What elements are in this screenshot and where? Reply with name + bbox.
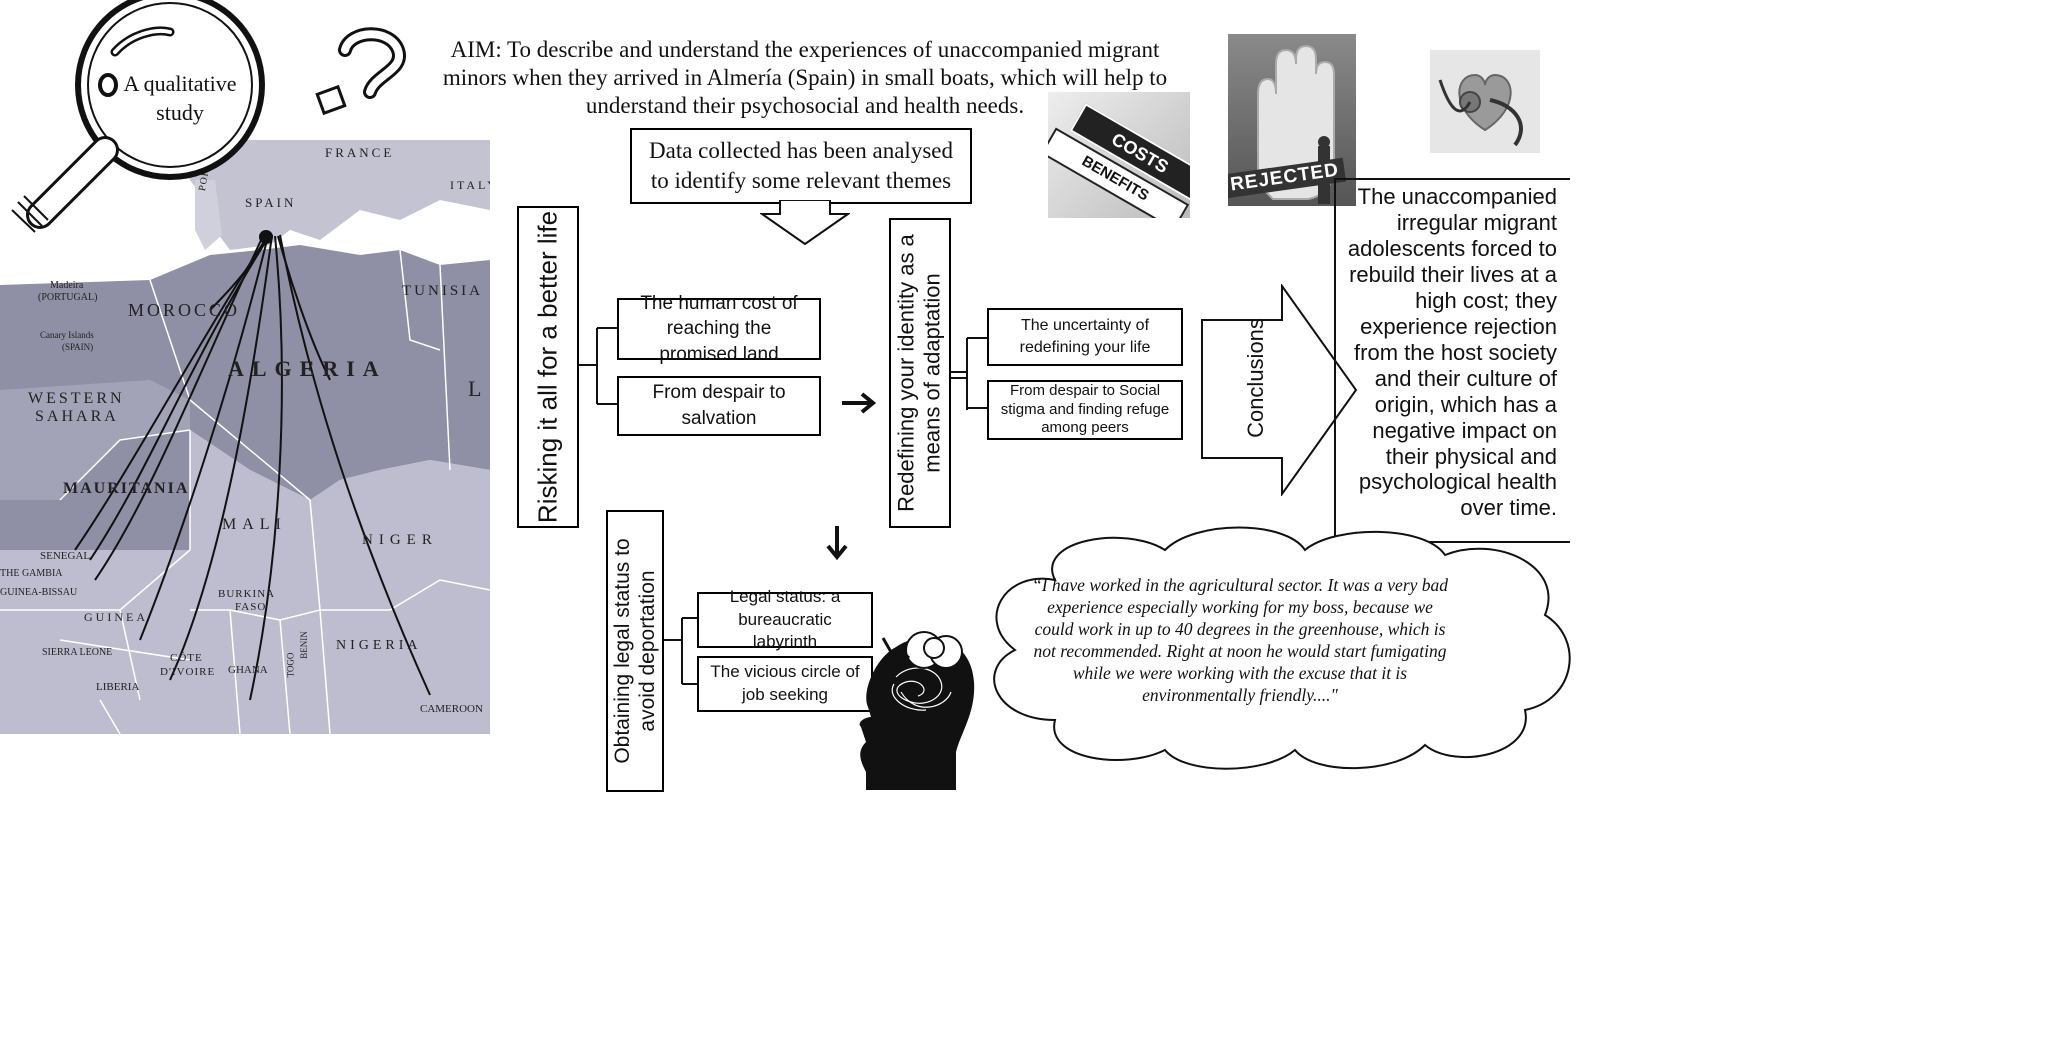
quote-text: “I have worked in the agricultural secto… <box>1031 575 1449 706</box>
rejected-image: REJECTED <box>1228 34 1356 206</box>
thought-cloud <box>993 526 1571 770</box>
label-senegal: SENEGAL <box>40 550 91 562</box>
label-nigeria: NIGERIA <box>336 638 422 653</box>
theme-identity-sub-1: The uncertainty of redefining your life <box>987 308 1183 366</box>
risking-connector <box>579 327 619 405</box>
africa-map: FRANCE ITALY SPAIN PORTUGAL Madeira (POR… <box>0 140 490 734</box>
theme-identity-title-1: Redefining your identity as a <box>893 234 919 512</box>
map-graphic <box>0 140 490 734</box>
legal-connector <box>664 617 700 685</box>
theme-risking-sub-1: The human cost of reaching the promised … <box>617 293 821 365</box>
label-ghana: GHANA <box>228 664 268 676</box>
label-burkina-2: FASO <box>235 601 267 613</box>
theme-legal-box: Obtaining legal status to avoid deportat… <box>606 510 664 792</box>
label-france: FRANCE <box>325 145 395 160</box>
label-canary: Canary Islands <box>40 330 94 340</box>
theme-legal-sub-1: Legal status: a bureaucratic labyrinth <box>697 587 873 651</box>
theme-legal-title: Obtaining legal status to avoid deportat… <box>610 538 660 763</box>
conclusion-text: The unaccompanied irregular migrant adol… <box>1347 184 1557 521</box>
label-guinea-bissau: GUINEA-BISSAU <box>0 587 78 598</box>
label-libya: L <box>468 376 485 401</box>
theme-legal-title-2: avoid deportation <box>636 570 659 732</box>
costs-benefits-image: COSTS BENEFITS <box>1048 92 1190 218</box>
data-box-line-2: to identify some relevant themes <box>650 168 952 193</box>
label-tunisia: TUNISIA <box>402 283 483 299</box>
heart-stethoscope-icon <box>1438 73 1523 147</box>
label-sahara: SAHARA <box>35 408 119 425</box>
label-niger: NIGER <box>362 532 438 548</box>
right-arrow-icon <box>842 392 876 414</box>
label-spain: SPAIN <box>245 195 297 210</box>
label-benin: BENIN <box>298 631 309 659</box>
label-sierra-leone: SIERRA LEONE <box>42 647 113 658</box>
theme-risking-sub-2: From despair to salvation <box>617 376 821 436</box>
conclusions-arrow <box>1201 284 1358 496</box>
aim-line-3: understand their psychosocial and health… <box>585 93 1025 119</box>
theme-identity-box: Redefining your identity as a means of a… <box>889 218 951 528</box>
down-arrow-icon <box>760 200 850 246</box>
label-burkina-1: BURKINA <box>218 588 276 600</box>
label-cote-1: CÔTE <box>170 652 203 664</box>
theme-identity-sub-2: From despair to Social stigma and findin… <box>987 380 1183 440</box>
label-cote-2: D'IVOIRE <box>160 666 216 678</box>
label-morocco: MOROCCO <box>128 300 241 320</box>
magnifying-glass-icon <box>11 0 265 233</box>
identity-connector <box>951 337 989 410</box>
label-cameroon: CAMEROON <box>420 703 483 715</box>
label-madeira: Madeira <box>50 280 84 291</box>
label-mauritania: MAURITANIA <box>63 480 190 497</box>
head-silhouette-icon <box>859 631 975 790</box>
theme-identity-title: Redefining your identity as a means of a… <box>894 234 947 512</box>
down-small-arrow-icon <box>826 526 848 560</box>
aim-line-1: AIM: To describe and understand the expe… <box>450 37 1160 62</box>
theme-risking-title: Risking it all for a better life <box>532 210 563 524</box>
label-gambia: THE GAMBIA <box>0 568 63 579</box>
heart-stethoscope-image <box>1430 50 1540 153</box>
conclusions-label: Conclusions <box>1243 318 1268 438</box>
label-western: WESTERN <box>28 390 125 407</box>
question-mark-icon <box>315 27 406 116</box>
label-canary-sub: (SPAIN) <box>62 342 94 352</box>
label-togo: TOGO <box>285 652 296 678</box>
aim-line-2: minors when they arrived in Almería (Spa… <box>442 65 1168 91</box>
study-label: A qualitative study <box>123 71 237 125</box>
thought-marks-icon <box>881 637 911 660</box>
label-mali: MALI <box>222 516 287 533</box>
data-box-line-1: Data collected has been analysed <box>649 138 953 164</box>
theme-risking-box: Risking it all for a better life <box>517 206 579 528</box>
theme-legal-title-1: Obtaining legal status to <box>610 538 634 764</box>
data-analysis-box: Data collected has been analysed to iden… <box>630 128 972 204</box>
theme-identity-title-2: means of adaptation <box>920 273 945 473</box>
label-liberia: LIBERIA <box>96 681 140 693</box>
label-italy: ITALY <box>450 178 490 192</box>
aim-text: AIM: To describe and understand the expe… <box>415 36 1195 120</box>
conclusion-panel <box>1334 178 1570 543</box>
label-algeria: ALGERIA <box>228 356 387 381</box>
label-madeira-sub: (PORTUGAL) <box>38 292 98 303</box>
theme-legal-sub-2: The vicious circle of job seeking <box>697 656 873 712</box>
label-guinea: GUINEA <box>84 610 148 624</box>
